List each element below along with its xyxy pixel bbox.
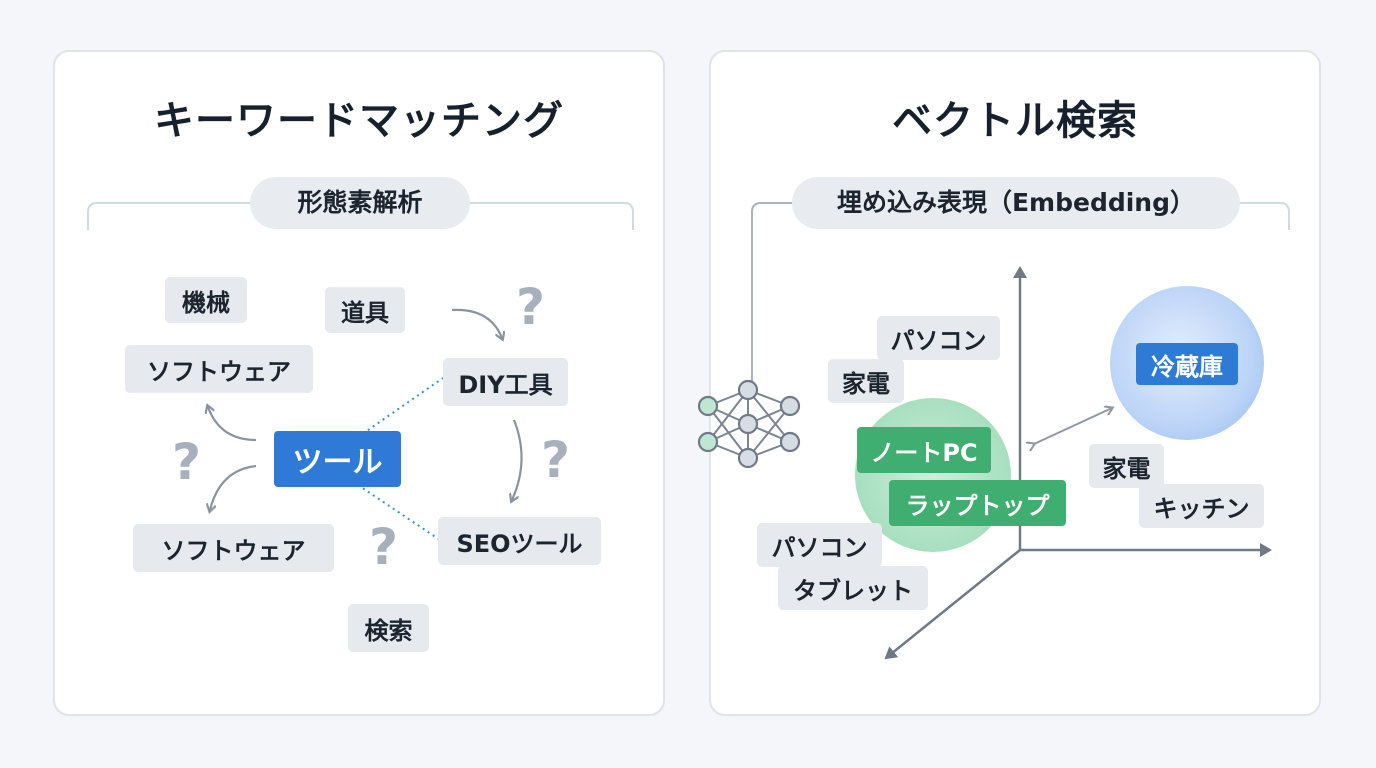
chip-kaden-1: 家電 [828,359,904,403]
arrow-diy-seo [512,419,523,500]
chip-kitchen: キッチン [1139,484,1264,528]
question-mark-icon: ? [369,518,399,576]
chip-pasokon-1: パソコン [877,316,1000,360]
right-bracket-left [751,202,792,382]
neural-network-icon [697,379,801,469]
chip-seo: SEOツール [438,517,601,565]
left-subtitle: 形態素解析 [250,177,470,229]
chip-tablet: タブレット [778,566,928,610]
question-mark-icon: ? [172,433,202,491]
chip-software-1: ソフトウェア [125,345,313,393]
chip-notepc: ノートPC [857,427,991,473]
chip-software-2: ソフトウェア [133,524,334,572]
chip-laptop: ラップトップ [889,480,1066,526]
dotted-line-diy [357,377,444,438]
left-title: キーワードマッチング [154,98,564,144]
chip-diy: DIY工具 [443,358,568,406]
dotted-line-seo [357,484,441,541]
similarity-arrow [1034,408,1112,444]
chip-tool-center: ツール [274,431,401,487]
left-bracket [87,202,250,230]
axis-z [884,549,1021,660]
right-bracket-right [1240,202,1290,230]
question-mark-icon: ? [516,278,546,336]
arrow-dougu-diy [451,308,502,338]
chip-dougu: 道具 [325,287,405,333]
chip-kaden-2: 家電 [1089,444,1164,488]
chip-pasokon-2: パソコン [757,523,882,567]
left-bracket-right [470,202,634,230]
question-mark-icon: ? [541,431,571,489]
right-subtitle: 埋め込み表現（Embedding） [792,177,1240,229]
chip-reizouko: 冷蔵庫 [1136,343,1238,385]
arrow-tool-software2 [210,464,257,510]
arrow-tool-software1 [208,407,257,442]
right-title: ベクトル検索 [892,98,1138,144]
chip-kensaku: 検索 [348,604,429,652]
chip-kikai: 機械 [165,277,247,323]
